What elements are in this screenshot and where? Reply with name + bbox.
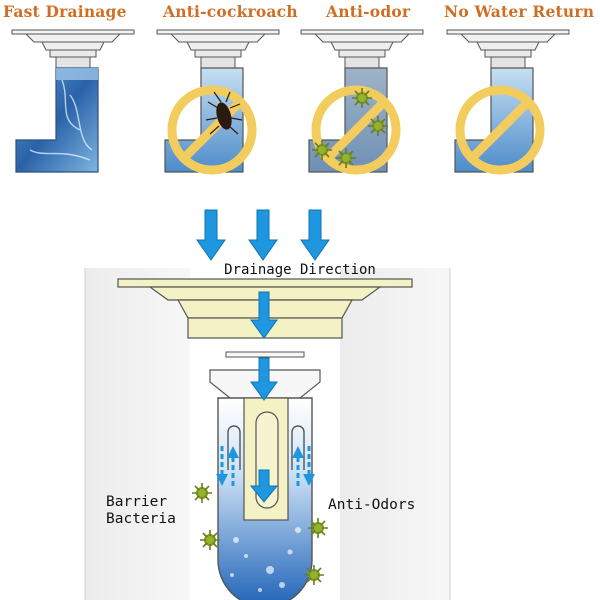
- bacteria-icon: [307, 517, 329, 539]
- feature-label-no-water-return: No Water Return: [444, 2, 595, 21]
- bacteria-icon: [191, 482, 213, 504]
- panel-anti-cockroach: [156, 29, 280, 175]
- flow-arrows: [196, 209, 330, 261]
- panel-anti-odor: [300, 29, 424, 175]
- drainage-direction-label: Drainage Direction: [224, 262, 376, 278]
- feature-label-anti-cockroach: Anti-cockroach: [163, 2, 298, 21]
- feature-label-fast-drainage: Fast Drainage: [3, 2, 127, 21]
- bacteria-icon: [311, 139, 333, 161]
- feature-label-anti-odor: Anti-odor: [326, 2, 411, 21]
- bacteria-icon: [367, 115, 389, 137]
- anti-odors-label: Anti-Odors: [328, 497, 416, 513]
- barrier-label-line1: Barrier: [106, 494, 168, 510]
- bacteria-icon: [351, 87, 373, 109]
- bacteria-icon: [303, 564, 325, 586]
- barrier-bacteria-label: Barrier Bacteria: [106, 494, 176, 528]
- drain-cross-section: [84, 268, 451, 600]
- cockroach-icon: [205, 91, 243, 135]
- panel-fast-drainage: [11, 29, 135, 173]
- barrier-label-line2: Bacteria: [106, 511, 176, 527]
- panel-no-water-return: [446, 29, 570, 175]
- bacteria-icon: [335, 147, 357, 169]
- bacteria-icon: [199, 529, 221, 551]
